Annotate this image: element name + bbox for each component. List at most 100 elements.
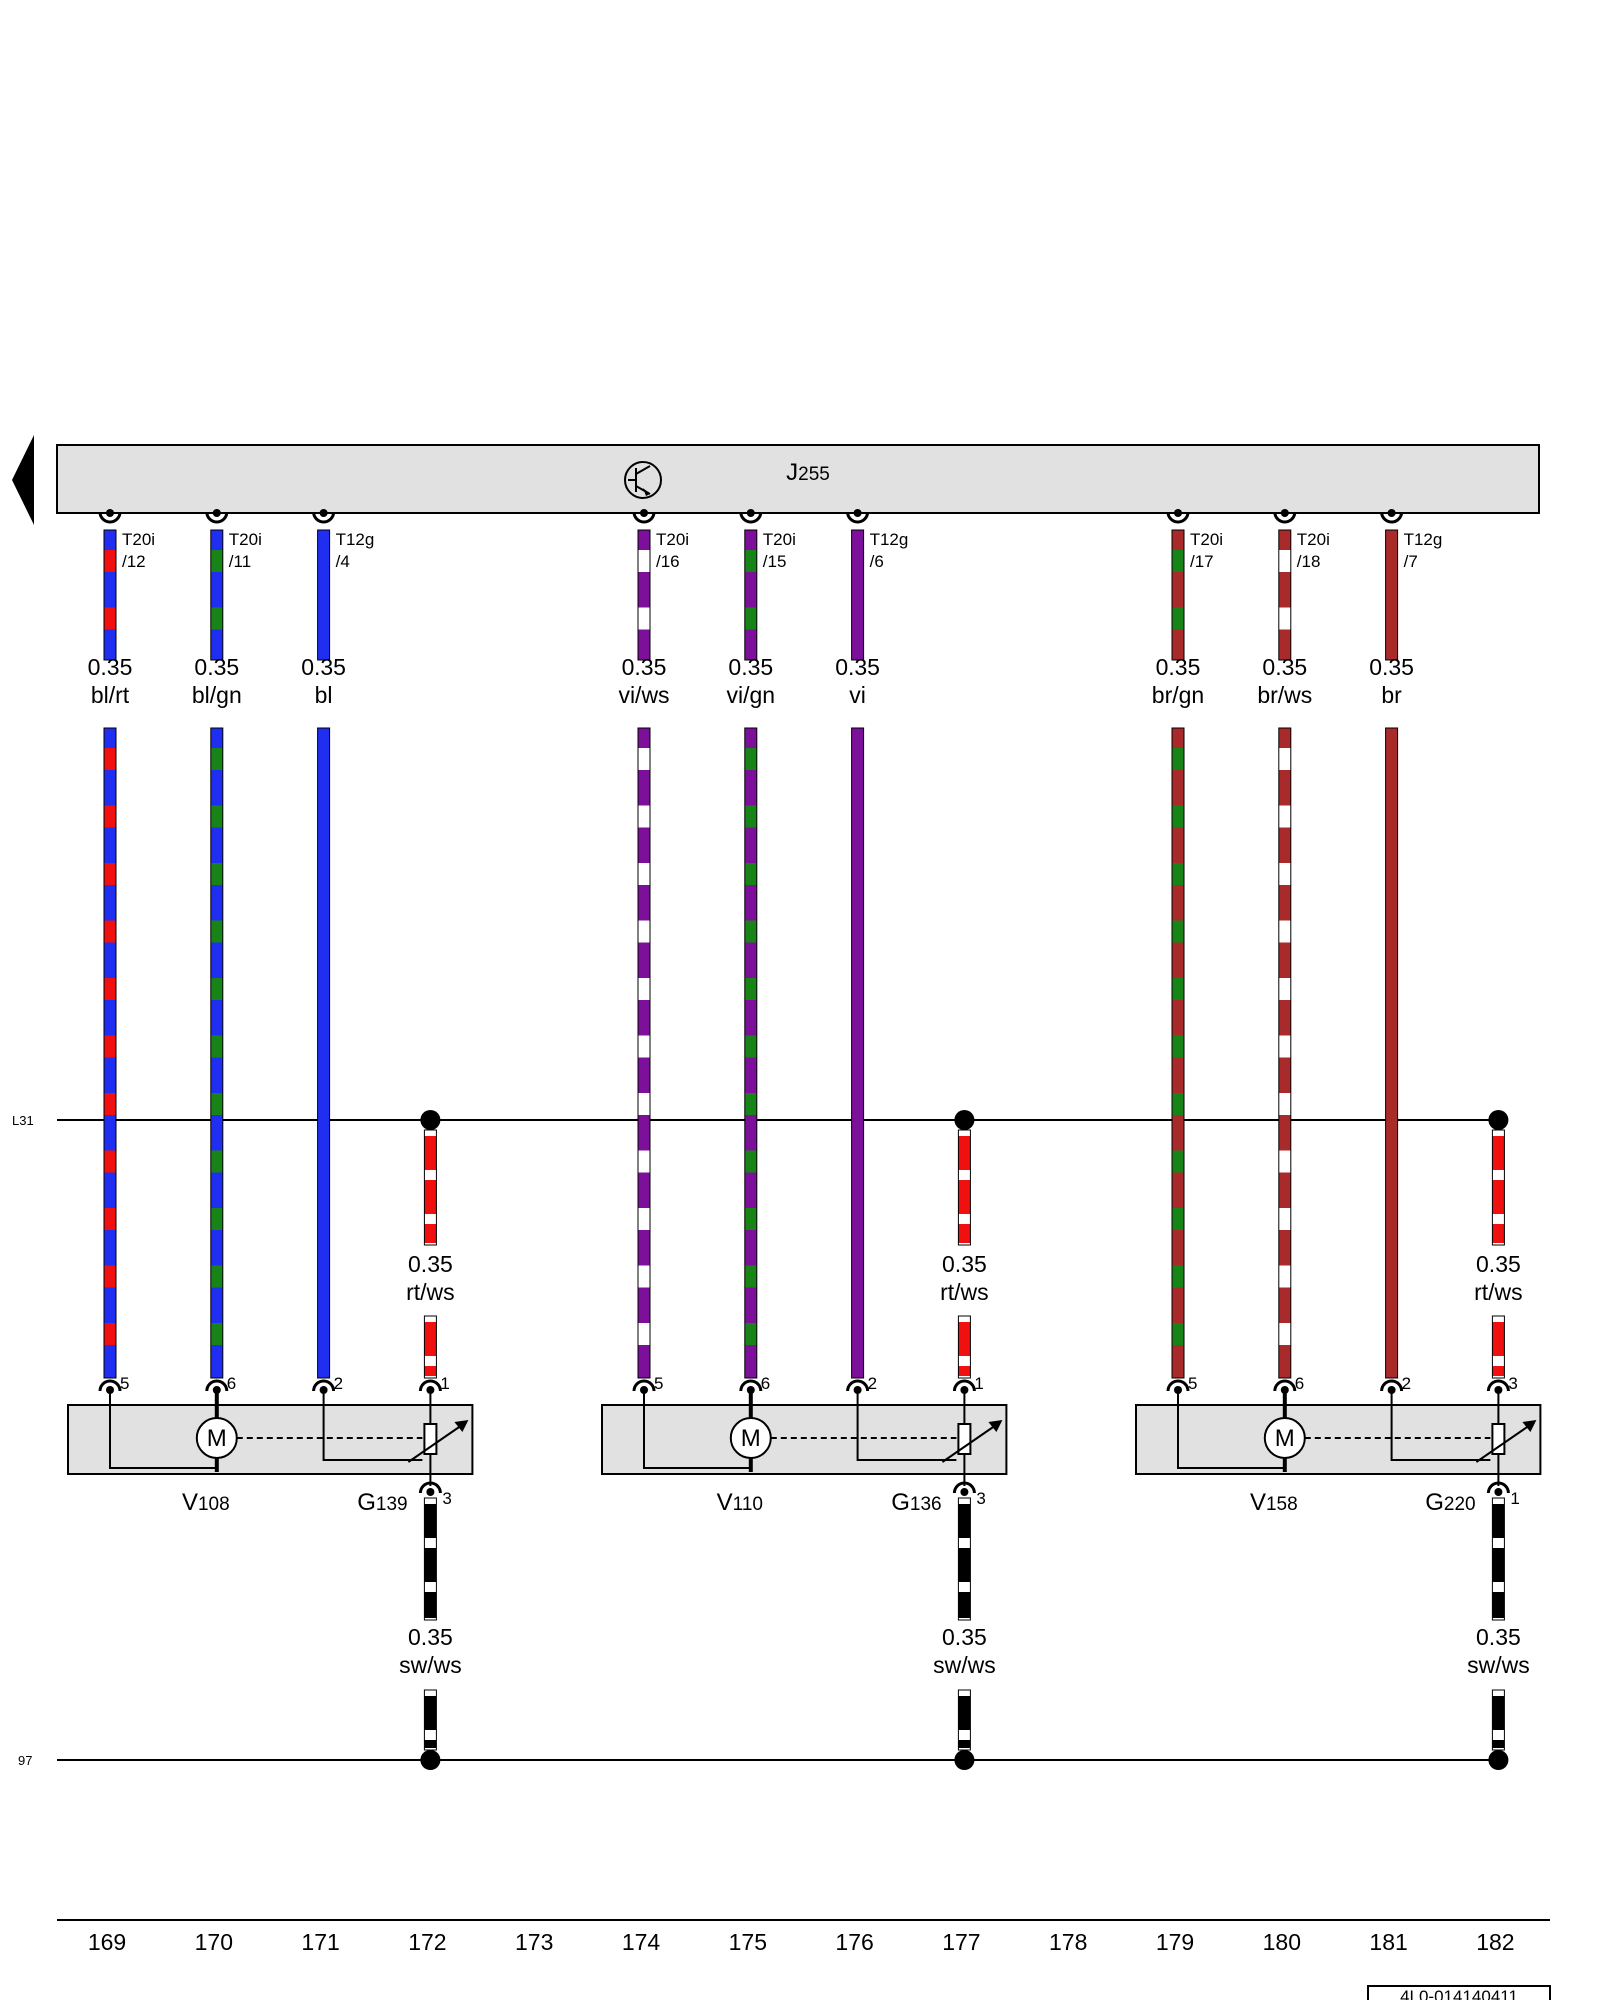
sensor-upper-color-2: rt/ws — [1474, 1279, 1523, 1305]
transistor-icon-leads — [628, 465, 651, 495]
wire-upper-0-stripe — [104, 550, 116, 572]
sensor-name-2: G220 — [1425, 1489, 1475, 1516]
column-number-171: 171 — [301, 1929, 339, 1955]
connector-name-0: T20i — [122, 530, 155, 549]
wire-swws-lower-0 — [423, 1689, 437, 1751]
wire-upper-6-stripe — [1172, 550, 1184, 572]
connector-comp-7 — [1273, 1379, 1297, 1392]
comp-pin-7: 6 — [1295, 1374, 1304, 1393]
connector-comp-8 — [1380, 1379, 1404, 1392]
wire-swws-upper-1-block — [958, 1592, 971, 1618]
column-number-174: 174 — [622, 1929, 661, 1955]
wire-lower-7-stripe — [1278, 1208, 1291, 1230]
wire-lower-3 — [637, 727, 651, 1379]
pot-arrow-line-0 — [407, 1421, 467, 1463]
rail-l31-label: L31 — [12, 1113, 34, 1128]
wire-swws-lower-1 — [957, 1689, 971, 1751]
wire-rtws-lower-2-block — [1492, 1366, 1505, 1376]
sensor-name-1: G136 — [891, 1489, 941, 1516]
wire-upper-1 — [210, 529, 224, 661]
wire-lower-6-stripe — [1172, 805, 1184, 828]
wire-lower-7-outline — [1278, 727, 1292, 1379]
wire-rtws-upper-1-block — [958, 1180, 971, 1214]
wire-lower-3-stripe — [638, 863, 650, 885]
connector-top-7-dot — [1280, 509, 1289, 517]
wire-size-0: 0.35 — [88, 654, 133, 680]
wire-swws-upper-2-outline — [1491, 1497, 1505, 1621]
junction-l31-2 — [1488, 1110, 1509, 1130]
connector-comp-0-dot — [106, 1386, 114, 1394]
wire-rtws-lower-2 — [1491, 1315, 1505, 1379]
wire-rtws-upper-1-outline — [957, 1129, 971, 1246]
column-number-177: 177 — [942, 1929, 980, 1955]
wire-lower-0-stripe — [104, 1323, 116, 1345]
connector-pin-0: /12 — [122, 552, 146, 571]
wire-upper-2-outline — [317, 529, 331, 661]
wire-lower-4-stripe — [744, 978, 757, 1000]
connector-name-2: T12g — [336, 530, 375, 549]
sensor-lower-color-0: sw/ws — [399, 1652, 462, 1678]
sensor-upper-color-1: rt/ws — [940, 1279, 989, 1305]
wire-lower-3-stripe — [638, 1093, 650, 1115]
wire-upper-5 — [851, 529, 865, 661]
wire-swws-upper-1-block — [958, 1504, 971, 1538]
wire-lower-7-stripe — [1278, 863, 1291, 885]
connector-comp-2 — [312, 1379, 336, 1392]
wire-rtws-upper-2-block — [1492, 1180, 1505, 1214]
wire-rtws-upper-0-block — [424, 1224, 437, 1243]
connector-top-6-dot — [1174, 509, 1182, 517]
wire-size-7: 0.35 — [1262, 654, 1307, 680]
sensor-lower-color-2: sw/ws — [1467, 1652, 1530, 1678]
actuator-box-1 — [601, 1404, 1008, 1475]
wire-lower-0-stripe — [104, 1208, 116, 1230]
wire-rtws-lower-1 — [957, 1315, 971, 1379]
wire-rtws-upper-0-block — [424, 1136, 437, 1170]
wire-lower-0-stripe — [104, 863, 116, 885]
connector-pin-7: /18 — [1297, 552, 1321, 571]
wire-upper-4-outline — [744, 529, 758, 661]
wire-rtws-lower-1-block — [958, 1322, 971, 1356]
wire-rtws-upper-2-block — [1492, 1136, 1505, 1170]
wire-swws-lower-2 — [1491, 1689, 1505, 1751]
connector-name-6: T20i — [1190, 530, 1223, 549]
wire-size-1: 0.35 — [194, 654, 239, 680]
connector-sensor-top-2 — [1486, 1379, 1510, 1392]
wire-upper-7 — [1278, 529, 1292, 661]
wire-upper-1-outline — [210, 529, 224, 661]
wire-lower-5 — [851, 727, 865, 1379]
wire-upper-4-stripe — [744, 607, 757, 630]
wire-lower-0-stripe — [104, 1035, 116, 1058]
wires — [98, 509, 1510, 1770]
comp-pin-0: 5 — [120, 1374, 129, 1393]
pot-arrow-line-1 — [941, 1421, 1001, 1463]
wire-lower-4-stripe — [744, 1323, 757, 1345]
wire-lower-1-outline — [210, 727, 224, 1379]
connector-top-8 — [1380, 511, 1404, 524]
wire-upper-7-body — [1278, 530, 1291, 660]
wire-lower-6-stripe — [1172, 978, 1184, 1000]
wire-swws-upper-0-outline — [423, 1497, 437, 1621]
connector-pin-5: /6 — [870, 552, 884, 571]
wire-color-8: br — [1381, 682, 1402, 708]
ecu-box — [56, 444, 1540, 514]
connector-top-1-dot — [212, 509, 221, 517]
wire-upper-6-outline — [1171, 529, 1185, 661]
connector-name-5: T12g — [870, 530, 909, 549]
wire-color-5: vi — [849, 682, 866, 708]
ecu-label: J255 — [786, 459, 830, 486]
wire-lower-6-stripe — [1172, 748, 1184, 770]
wire-upper-4 — [744, 529, 758, 661]
actuator-box-0 — [67, 1404, 474, 1475]
wire-lower-0-stripe — [104, 1265, 116, 1288]
wire-lower-4-stripe — [744, 1093, 757, 1115]
connector-pin-4: /15 — [763, 552, 787, 571]
wire-swws-upper-1 — [957, 1497, 971, 1621]
connector-comp-2-dot — [319, 1386, 328, 1394]
wire-lower-7-stripe — [1278, 1035, 1291, 1058]
junction-l31-0 — [420, 1110, 441, 1130]
connector-sensor-top-1-dot — [960, 1386, 969, 1394]
rail-97-label: 97 — [18, 1753, 32, 1768]
wire-lower-4-stripe — [744, 920, 757, 943]
wire-lower-2-outline — [317, 727, 331, 1379]
